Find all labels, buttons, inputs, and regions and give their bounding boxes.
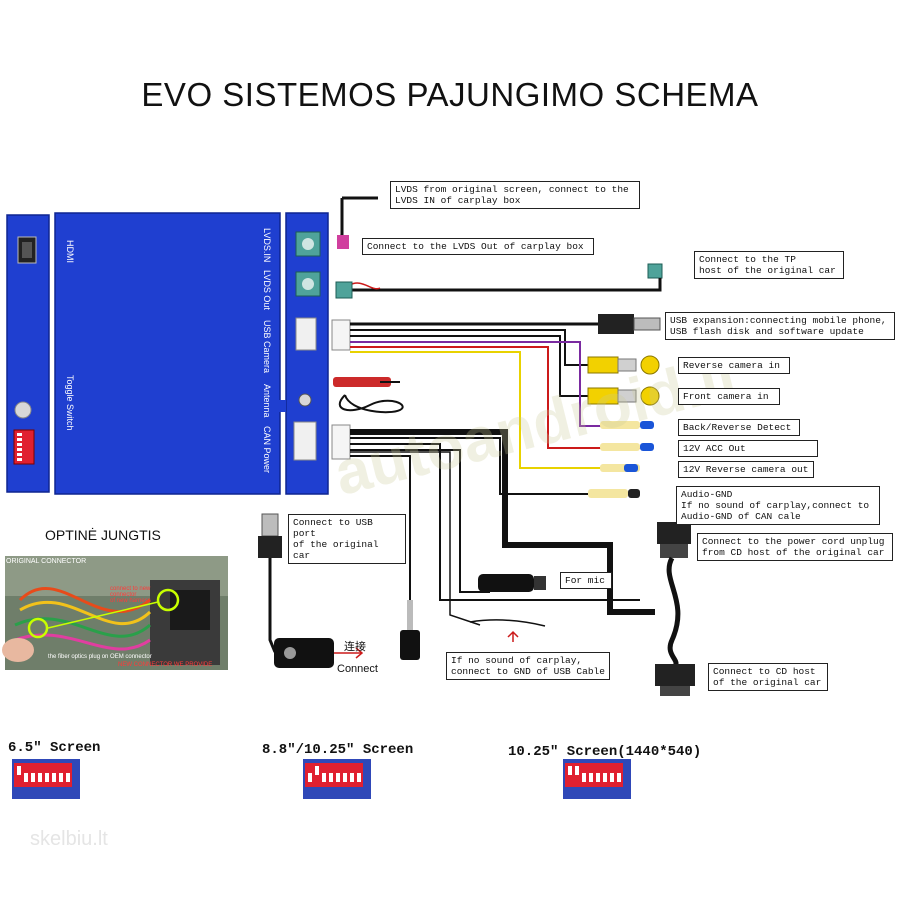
- dip-switch-lever: [31, 773, 35, 782]
- dip-switch-lever: [596, 773, 600, 782]
- callout-acc-out: 12V ACC Out: [678, 440, 818, 457]
- dip-switch-lever: [357, 773, 361, 782]
- dip-switch-body: [305, 763, 363, 787]
- callout-usb-port-original: Connect to USB port of the original car: [288, 514, 406, 564]
- screen-label-6-5: 6.5" Screen: [8, 740, 101, 756]
- antenna-port: [298, 393, 312, 407]
- callout-reverse-camera-out: 12V Reverse camera out: [678, 461, 814, 478]
- dip-switch-lever: [350, 773, 354, 782]
- carplay-box-connector-side: [262, 212, 329, 495]
- dip-switch-lever: [336, 773, 340, 782]
- dip-switch-body: [565, 763, 623, 787]
- dip-switch-lever: [603, 773, 607, 782]
- label-lvds-out: LVDS Out: [262, 270, 272, 310]
- callout-power-cord: Connect to the power cord unplug from CD…: [697, 533, 893, 561]
- callout-for-mic: For mic: [560, 572, 612, 589]
- dip-switch-lever: [322, 773, 326, 782]
- screen-label-10-25: 10.25" Screen(1440*540): [508, 744, 702, 760]
- dip-switch-block: [563, 759, 631, 799]
- dip-switch-block: [303, 759, 371, 799]
- photo-harness-note: connect to new connector of new harness: [110, 586, 151, 604]
- dip-switch-lever: [52, 773, 56, 782]
- callout-back-reverse-detect: Back/Reverse Detect: [678, 419, 800, 436]
- dip-switch-lever: [315, 766, 319, 775]
- dip-switch-lever: [568, 766, 572, 775]
- can-power-connector: [293, 421, 317, 461]
- callout-gnd-usb-cable: If no sound of carplay, connect to GND o…: [446, 652, 610, 680]
- label-usb-camera: USB Camera: [262, 320, 272, 374]
- optic-connector-photo: [2, 556, 228, 670]
- callout-lvds-from-screen: LVDS from original screen, connect to th…: [390, 181, 640, 209]
- optic-heading: OPTINĖ JUNGTIS: [45, 527, 161, 543]
- label-hdmi: HDMI: [65, 240, 75, 263]
- callout-cd-host: Connect to CD host of the original car: [708, 663, 828, 691]
- usb-camera-connector: [295, 317, 317, 351]
- dip-switch-lever: [59, 773, 63, 782]
- dip-switch-lever: [582, 773, 586, 782]
- antenna-cable: [333, 377, 404, 414]
- dip-switch-lever: [617, 773, 621, 782]
- dip-switch-block: [12, 759, 80, 799]
- dip-switch-lever: [45, 773, 49, 782]
- page-title: EVO SISTEMOS PAJUNGIMO SCHEMA: [141, 76, 759, 113]
- dip-switch-lever: [589, 773, 593, 782]
- toggle-switch-knob: [14, 401, 32, 419]
- callout-audio-gnd: Audio-GND If no sound of carplay,connect…: [676, 486, 880, 525]
- label-can-power: CAN Power: [262, 426, 272, 474]
- dip-switch-lever: [66, 773, 70, 782]
- connect-label: Connect: [337, 663, 378, 675]
- dip-switch-lever: [38, 773, 42, 782]
- screen-label-8-8: 8.8"/10.25" Screen: [262, 742, 414, 758]
- can-power-harness: [331, 424, 695, 696]
- label-lvds-in: LVDS.IN: [262, 228, 272, 263]
- callout-reverse-camera-in: Reverse camera in: [678, 357, 790, 374]
- lvds-cables: [335, 196, 663, 299]
- dip-switch-body: [14, 763, 72, 787]
- dip-switch-lever: [24, 773, 28, 782]
- callout-tp-host: Connect to the TP host of the original c…: [694, 251, 844, 279]
- connect-label-cn: 连接: [344, 640, 366, 653]
- dip-switch-lever: [343, 773, 347, 782]
- photo-fiber-note: the fiber optics plug on OEM connector: [48, 654, 152, 660]
- callout-usb-expansion: USB expansion:connecting mobile phone, U…: [665, 312, 895, 340]
- callout-lvds-out: Connect to the LVDS Out of carplay box: [362, 238, 594, 255]
- dip-switch-lever: [610, 773, 614, 782]
- dip-switch-lever: [329, 773, 333, 782]
- label-toggle-switch: Toggle Switch: [65, 375, 75, 431]
- photo-original-connector: ORIGINAL CONNECTOR: [6, 558, 87, 565]
- dip-switch-group: [12, 759, 631, 799]
- dip-switch-lever: [17, 766, 21, 775]
- label-antenna: Antenna: [262, 384, 272, 418]
- dip-switch-lever: [575, 766, 579, 775]
- footer-watermark: skelbiu.lt: [30, 828, 108, 850]
- usb-camera-harness: [331, 314, 661, 472]
- callout-front-camera-in: Front camera in: [678, 388, 780, 405]
- usb-original-cable: [258, 513, 420, 668]
- dip-switch-lever: [308, 773, 312, 782]
- photo-new-connector: NEW CONNECTOR WE PROVIDE: [118, 662, 213, 668]
- carplay-box-front: [6, 212, 281, 495]
